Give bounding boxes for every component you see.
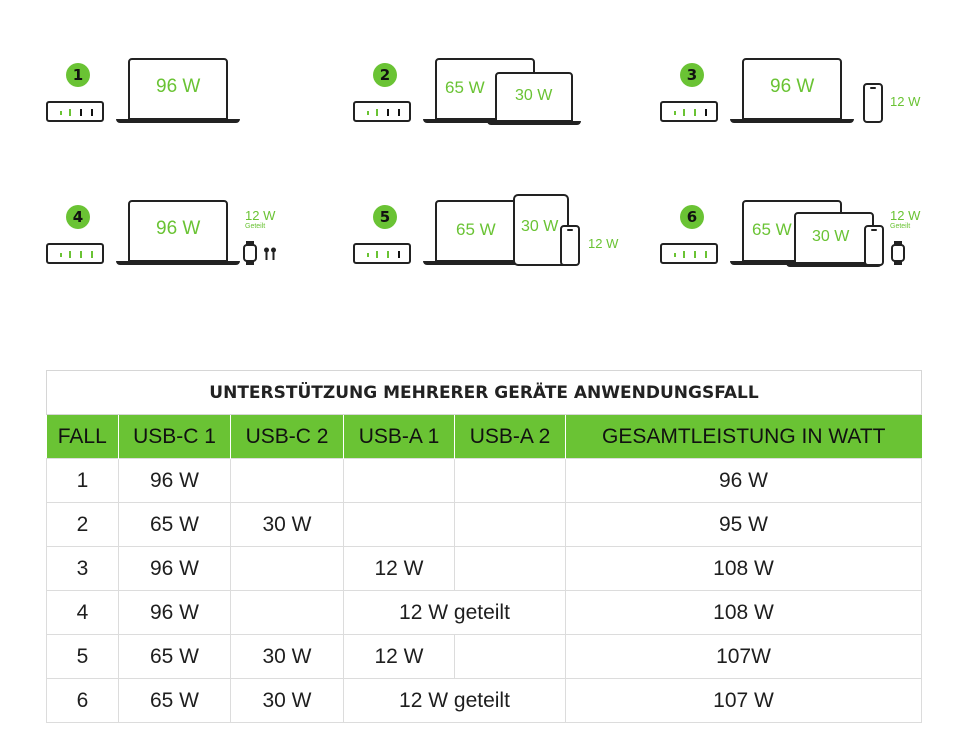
charger-icon <box>660 101 718 122</box>
phone-wattage: 12 W <box>588 236 619 251</box>
cell-fall: 5 <box>46 634 119 679</box>
cell-fall: 3 <box>46 546 119 591</box>
charger-icon <box>46 101 104 122</box>
scenario-number-badge: 3 <box>680 63 704 87</box>
cell-usb-c-1: 65 W <box>118 634 231 679</box>
phone-icon <box>864 225 884 266</box>
cell-total: 108 W <box>565 546 922 591</box>
scenario-2: 2 65 W 30 W <box>353 58 653 178</box>
scenario-number-badge: 6 <box>680 205 704 229</box>
cell-usb-a-shared: 12 W geteilt <box>343 590 566 635</box>
cell-fall: 4 <box>46 590 119 635</box>
cell-usb-c-2 <box>230 590 344 635</box>
cell-usb-c-1: 96 W <box>118 546 231 591</box>
cell-usb-c-2: 30 W <box>230 678 344 723</box>
header-usb-c-1: USB-C 1 <box>118 414 231 459</box>
earbuds-icon <box>264 247 276 260</box>
scenario-4: 4 96 W 12 W Geteilt <box>46 200 346 320</box>
header-total-power: GESAMTLEISTUNG IN WATT <box>565 414 922 459</box>
charger-icon <box>353 243 411 264</box>
header-usb-a-2: USB-A 2 <box>454 414 566 459</box>
cell-usb-c-2 <box>230 546 344 591</box>
shared-label: Geteilt <box>890 223 911 230</box>
cell-total: 96 W <box>565 458 922 503</box>
table-header-row: FALL USB-C 1 USB-C 2 USB-A 1 USB-A 2 GES… <box>46 414 922 459</box>
laptop-wattage: 96 W <box>156 218 201 239</box>
cell-usb-c-1: 65 W <box>118 678 231 723</box>
charger-icon <box>46 243 104 264</box>
table-title: UNTERSTÜTZUNG MEHRERER GERÄTE ANWENDUNGS… <box>46 370 922 415</box>
scenario-number-badge: 5 <box>373 205 397 229</box>
table-row: 1 96 W 96 W <box>46 458 922 503</box>
cell-usb-a-1: 12 W <box>343 634 455 679</box>
header-usb-c-2: USB-C 2 <box>230 414 344 459</box>
table-row: 5 65 W 30 W 12 W 107W <box>46 634 922 679</box>
laptop-wattage: 65 W <box>445 78 485 97</box>
cell-usb-a-2 <box>454 502 566 547</box>
cell-fall: 1 <box>46 458 119 503</box>
header-fall: FALL <box>46 414 119 459</box>
cell-usb-c-2 <box>230 458 344 503</box>
tablet-wattage: 30 W <box>521 218 559 235</box>
cell-usb-a-2 <box>454 458 566 503</box>
cell-usb-a-1: 12 W <box>343 546 455 591</box>
table-row: 4 96 W 12 W geteilt 108 W <box>46 590 922 635</box>
cell-usb-c-1: 96 W <box>118 458 231 503</box>
cell-total: 95 W <box>565 502 922 547</box>
cell-usb-c-2: 30 W <box>230 502 344 547</box>
cell-usb-a-1 <box>343 502 455 547</box>
tablet-icon <box>513 194 569 266</box>
scenario-number-badge: 2 <box>373 63 397 87</box>
cell-usb-a-shared: 12 W geteilt <box>343 678 566 723</box>
cell-total: 107 W <box>565 678 922 723</box>
scenario-3: 3 96 W 12 W <box>660 58 960 178</box>
cell-usb-a-1 <box>343 458 455 503</box>
phone-icon <box>863 83 883 123</box>
smartwatch-icon <box>243 241 257 265</box>
table-row: 2 65 W 30 W 95 W <box>46 502 922 547</box>
cell-usb-a-2 <box>454 634 566 679</box>
scenario-number-badge: 1 <box>66 63 90 87</box>
cell-usb-c-1: 96 W <box>118 590 231 635</box>
use-case-table: UNTERSTÜTZUNG MEHRERER GERÄTE ANWENDUNGS… <box>46 370 922 723</box>
laptop-wattage: 30 W <box>515 87 553 104</box>
accessory-wattage: 12 W <box>245 208 276 223</box>
scenario-6: 6 65 W 30 W 12 W Geteilt <box>660 200 960 320</box>
cell-usb-a-2 <box>454 546 566 591</box>
cell-usb-c-2: 30 W <box>230 634 344 679</box>
laptop-wattage: 30 W <box>812 228 850 245</box>
charger-icon <box>353 101 411 122</box>
laptop-wattage: 65 W <box>456 220 496 239</box>
phone-wattage: 12 W <box>890 94 921 109</box>
phone-icon <box>560 225 580 266</box>
smartwatch-icon <box>891 241 905 265</box>
cell-total: 107W <box>565 634 922 679</box>
laptop-wattage: 96 W <box>156 76 201 97</box>
laptop-wattage: 65 W <box>752 220 792 239</box>
cell-fall: 2 <box>46 502 119 547</box>
scenario-5: 5 65 W 30 W 12 W <box>353 194 653 320</box>
charger-icon <box>660 243 718 264</box>
cell-fall: 6 <box>46 678 119 723</box>
shared-label: Geteilt <box>245 223 266 230</box>
header-usb-a-1: USB-A 1 <box>343 414 455 459</box>
scenario-1: 1 96 W <box>46 58 346 178</box>
scenario-number-badge: 4 <box>66 205 90 229</box>
cell-total: 108 W <box>565 590 922 635</box>
table-row: 3 96 W 12 W 108 W <box>46 546 922 591</box>
table-row: 6 65 W 30 W 12 W geteilt 107 W <box>46 678 922 723</box>
laptop-wattage: 96 W <box>770 76 815 97</box>
accessory-wattage: 12 W <box>890 208 921 223</box>
cell-usb-c-1: 65 W <box>118 502 231 547</box>
